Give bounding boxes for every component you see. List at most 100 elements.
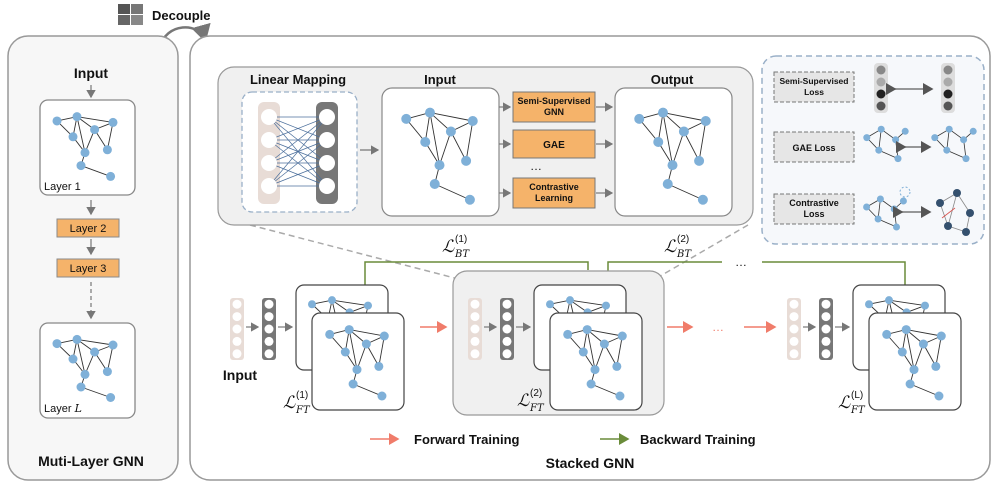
graph-node	[897, 347, 907, 357]
stacked-gnn-title: Stacked GNN	[546, 455, 635, 471]
graph-node	[617, 331, 627, 341]
svg-text:BT: BT	[454, 249, 470, 260]
graph-node	[102, 367, 112, 377]
vector-cell	[232, 299, 242, 309]
top-output-graph-box	[614, 87, 733, 217]
graph-node	[308, 300, 316, 309]
graph-node	[108, 117, 118, 127]
graph-node	[658, 107, 668, 118]
output-neuron	[319, 178, 335, 194]
input-neuron	[261, 132, 277, 148]
graph-node	[377, 391, 387, 401]
label-cell	[943, 101, 953, 111]
graph-node	[934, 391, 944, 401]
graph-node	[80, 369, 90, 379]
svg-text:(1): (1)	[296, 390, 308, 401]
svg-text:FT: FT	[295, 405, 311, 416]
svg-text:(L): (L)	[851, 390, 863, 401]
graph-node	[90, 125, 100, 135]
label-cell	[876, 65, 886, 75]
layer2-label: Layer 2	[70, 223, 107, 235]
label-cell	[943, 89, 953, 99]
graph-node	[76, 382, 86, 392]
graph-node	[80, 148, 90, 158]
vector-cell	[470, 349, 480, 359]
vector-cell	[821, 312, 831, 322]
graph-node	[364, 301, 372, 310]
graph-node	[348, 379, 358, 389]
label-cell	[943, 65, 953, 75]
vector-cell	[264, 324, 274, 334]
vector-cell	[789, 349, 799, 359]
vector-cell	[821, 324, 831, 334]
vector-cell	[789, 299, 799, 309]
graph-node	[697, 194, 708, 205]
label-cell	[876, 77, 886, 87]
graph-node	[379, 331, 389, 341]
graph-node	[420, 137, 431, 147]
semi-supervised-gnn-box	[512, 91, 596, 123]
top-input-label: Input	[424, 72, 456, 87]
vector-cell	[502, 299, 512, 309]
contrastive-loss-box	[773, 193, 855, 225]
vector-cell	[502, 349, 512, 359]
graph-node	[102, 145, 112, 155]
graph-node	[590, 365, 600, 375]
graph-node	[921, 301, 929, 310]
vector-cell	[264, 349, 274, 359]
graph-node	[667, 160, 678, 171]
graph-node	[68, 132, 78, 142]
svg-text:(1): (1)	[455, 234, 467, 245]
graph-node	[434, 160, 445, 171]
loss-label-1: GAE Loss	[792, 143, 835, 153]
linear-mapping-label: Linear Mapping	[250, 72, 346, 87]
vector-cell	[502, 336, 512, 346]
svg-text:ℒ: ℒ	[442, 237, 455, 257]
graph-node	[901, 325, 911, 335]
graph-node	[586, 379, 596, 389]
label-cell	[876, 101, 886, 111]
graph-node	[700, 116, 711, 126]
graph-node	[429, 179, 440, 189]
vector-cell	[789, 324, 799, 334]
vector-cell	[502, 312, 512, 322]
graph-node	[325, 329, 335, 339]
graph-node	[108, 340, 118, 350]
graph-node	[653, 137, 664, 147]
graph-node	[566, 296, 574, 305]
lft1-label: ℒ FT (1)	[283, 390, 311, 416]
lft2-label: ℒ FT (2)	[517, 388, 545, 414]
lbt1-label: ℒ BT (1)	[442, 234, 470, 260]
layerL-label: Layer L	[44, 402, 82, 415]
svg-text:(2): (2)	[530, 388, 542, 399]
stacked-stages	[230, 284, 962, 411]
graph-node	[401, 113, 412, 124]
forward-ellipsis: …	[712, 320, 724, 334]
graph-node	[612, 361, 622, 371]
graph-node	[582, 325, 592, 335]
top-input-graph	[401, 107, 478, 205]
left-panel-title: Muti-Layer GNN	[38, 453, 144, 469]
loss-icons	[863, 63, 977, 236]
graph-node	[344, 325, 354, 335]
contrastive-learning-box	[512, 177, 596, 209]
graph-node	[865, 300, 873, 309]
gae-box	[512, 129, 596, 159]
output-neuron	[319, 155, 335, 171]
decouple-label: Decouple	[152, 8, 211, 23]
vector-cell	[232, 349, 242, 359]
method-label-2: …	[530, 159, 542, 173]
graph-node	[464, 194, 475, 205]
graph-node	[90, 347, 100, 357]
graph-node	[931, 361, 941, 371]
graph-node	[905, 379, 915, 389]
vector-cell	[821, 349, 831, 359]
input-neuron	[261, 109, 277, 125]
svg-text:FT: FT	[529, 403, 545, 414]
semi-supervised-loss-box	[773, 71, 855, 103]
graph-node	[72, 112, 82, 122]
graph-node	[678, 126, 689, 137]
